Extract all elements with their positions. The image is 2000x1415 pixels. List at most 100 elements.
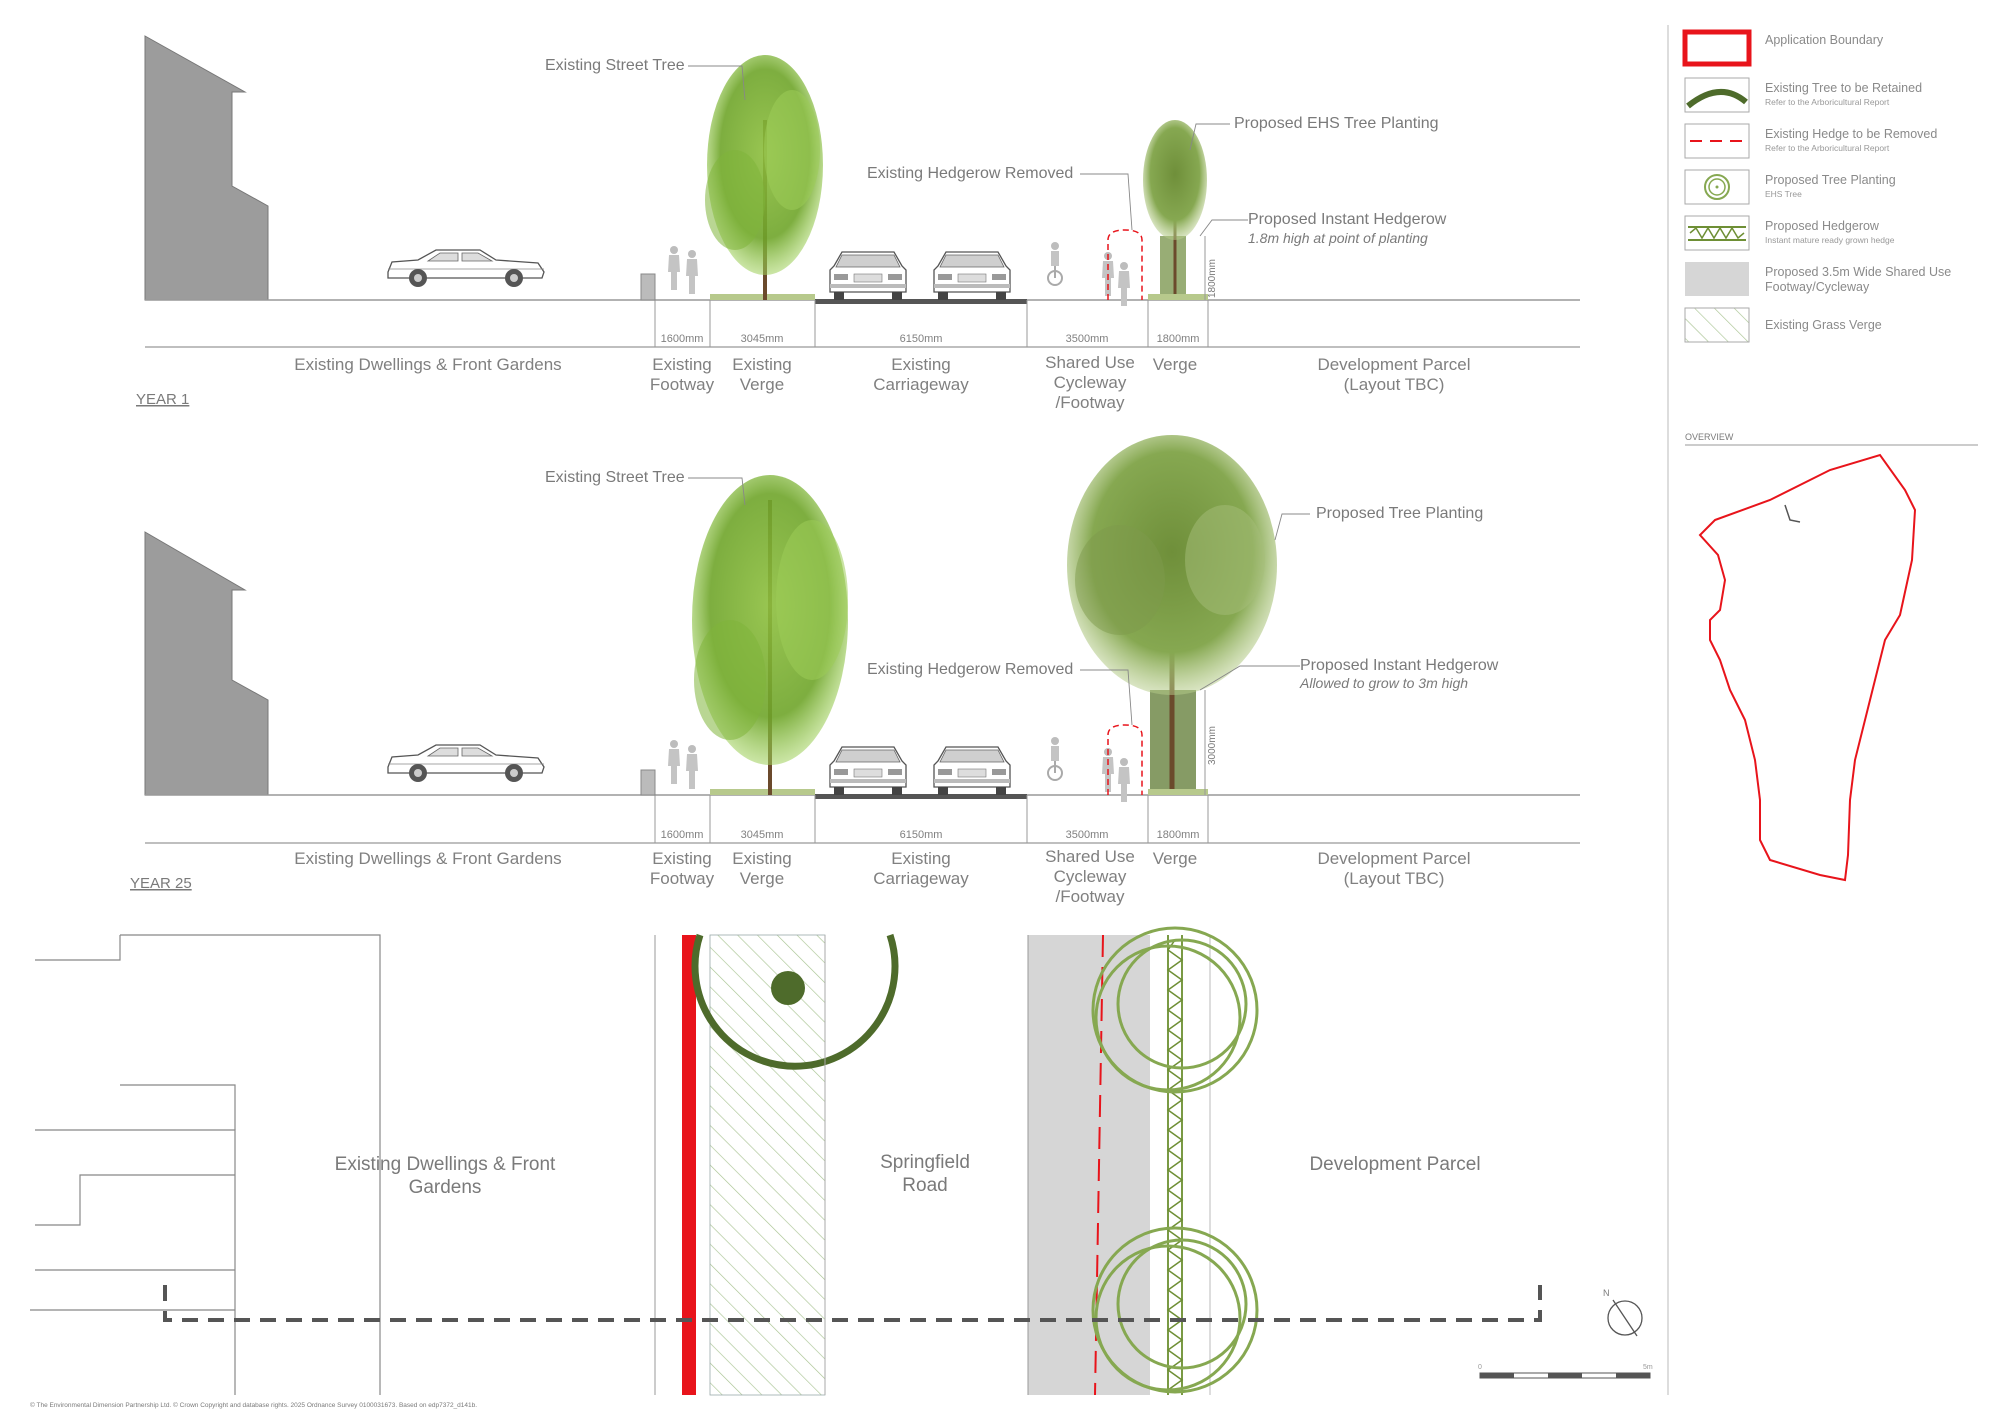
legend-hedge-removed-sub: Refer to the Arboricultural Report <box>1765 143 1890 153</box>
copyright-note: © The Environmental Dimension Partnershi… <box>30 1401 477 1409</box>
bin-icon <box>640 769 656 796</box>
shared-use-path <box>1028 935 1150 1395</box>
application-boundary-line <box>682 935 696 1395</box>
zone-verge-line2: Verge <box>740 869 784 888</box>
existing-tree-trunk <box>771 971 805 1005</box>
proposed-verge <box>1150 935 1210 1395</box>
overview-boundary <box>1698 453 1917 882</box>
zone-carriageway-line1: Existing <box>891 849 951 868</box>
existing-tree-canopy <box>691 933 899 1070</box>
pedestrian-icon <box>686 745 698 789</box>
zone-verge-line2: Verge <box>740 375 784 394</box>
zone-verge-line1: Existing <box>732 355 792 374</box>
annotation-street-tree: Existing Street Tree <box>545 469 685 486</box>
dimension-lines <box>654 300 1209 347</box>
dim-carriageway: 6150mm <box>900 829 943 841</box>
new-verge-grass <box>1148 789 1208 795</box>
legend: Application Boundary Existing Tree to be… <box>1682 29 1951 343</box>
north-arrow-icon: N <box>1603 1288 1643 1337</box>
annotation-street-tree: Existing Street Tree <box>545 57 685 74</box>
dim-verge: 3045mm <box>741 829 784 841</box>
plan-label-road-line1: Springfield <box>880 1152 970 1173</box>
dim-carriageway: 6150mm <box>900 333 943 345</box>
zone-footway-line2: Footway <box>650 375 715 394</box>
car-front-icon <box>933 746 1011 796</box>
legend-swatch-grass-verge <box>1684 307 1750 343</box>
bin-icon <box>640 273 656 301</box>
section-year-1: 1800mm Existing Street Tree Existing Hed… <box>136 35 1580 412</box>
zone-parcel-line2: (Layout TBC) <box>1344 375 1445 394</box>
zone-carriageway-line1: Existing <box>891 355 951 374</box>
legend-shared-use-title: Proposed 3.5m Wide Shared Use <box>1765 265 1951 279</box>
zone-shared-line3: /Footway <box>1056 393 1125 412</box>
hedge-height-label: 1800mm <box>1207 259 1218 298</box>
annotation-hedge-removed: Existing Hedgerow Removed <box>867 165 1073 182</box>
car-side-icon <box>387 249 545 288</box>
cyclist-icon <box>1047 241 1063 286</box>
removed-hedgerow-outline <box>1107 724 1143 795</box>
scale-start-label: 0 <box>1478 1364 1482 1371</box>
dim-footway: 1600mm <box>661 333 704 345</box>
legend-hedgerow-title: Proposed Hedgerow <box>1765 219 1880 233</box>
zone-verge-line1: Existing <box>732 849 792 868</box>
proposed-hedgerow-zigzag <box>1166 939 1184 1391</box>
legend-swatch-boundary <box>1682 29 1752 67</box>
proposed-tree-mature <box>1067 435 1277 795</box>
zone-shared-line3: /Footway <box>1056 887 1125 906</box>
car-front-icon <box>933 251 1011 301</box>
legend-tree-planting-title: Proposed Tree Planting <box>1765 173 1896 187</box>
scale-bar: 0 5m <box>1478 1364 1653 1379</box>
carriageway-surface <box>815 299 1027 304</box>
annotation-proposed-tree: Proposed Tree Planting <box>1316 505 1483 522</box>
dwelling-plot-outlines <box>30 934 381 1395</box>
dim-shared-use: 3500mm <box>1066 333 1109 345</box>
legend-tree-retained-sub: Refer to the Arboricultural Report <box>1765 97 1890 107</box>
zone-footway-line1: Existing <box>652 355 712 374</box>
car-front-icon <box>829 746 907 796</box>
legend-boundary-title: Application Boundary <box>1765 33 1884 47</box>
legend-tree-planting-sub: EHS Tree <box>1765 189 1802 199</box>
plan-label-dwellings-line2: Gardens <box>409 1177 482 1198</box>
overview-label: OVERVIEW <box>1685 432 1734 442</box>
removed-hedgerow-outline <box>1107 229 1143 300</box>
zone-footway-line2: Footway <box>650 869 715 888</box>
car-front-icon <box>829 251 907 301</box>
legend-tree-retained-title: Existing Tree to be Retained <box>1765 81 1922 95</box>
year-25-label: YEAR 25 <box>130 875 192 892</box>
existing-dwelling-elevation <box>144 35 269 301</box>
car-side-icon <box>387 744 545 783</box>
legend-hedge-removed-title: Existing Hedge to be Removed <box>1765 127 1937 141</box>
pedestrian-icon <box>686 250 698 294</box>
zone-dwellings: Existing Dwellings & Front Gardens <box>294 355 561 374</box>
dim-verge: 3045mm <box>741 333 784 345</box>
proposed-ehs-tree <box>1143 120 1207 300</box>
section-cut-line <box>163 1285 1542 1322</box>
plan-label-parcel: Development Parcel <box>1309 1154 1480 1175</box>
plan-label-dwellings-line1: Existing Dwellings & Front <box>335 1154 556 1175</box>
new-verge-grass <box>1148 294 1208 300</box>
pedestrian-icon <box>668 246 680 290</box>
zone-shared-line1: Shared Use <box>1045 353 1135 372</box>
existing-street-tree <box>705 55 823 300</box>
legend-shared-use-sub: Footway/Cycleway <box>1765 280 1870 294</box>
dim-new-verge: 1800mm <box>1157 333 1200 345</box>
zone-dwellings: Existing Dwellings & Front Gardens <box>294 849 561 868</box>
proposed-instant-hedge <box>1160 236 1186 300</box>
annotation-proposed-tree: Proposed EHS Tree Planting <box>1234 115 1439 132</box>
legend-hedgerow-sub: Instant mature ready grown hedge <box>1765 235 1895 245</box>
existing-verge-grass <box>710 294 815 300</box>
legend-grass-verge-title: Existing Grass Verge <box>1765 318 1882 332</box>
zone-parcel-line2: (Layout TBC) <box>1344 869 1445 888</box>
existing-dwelling-elevation <box>144 531 269 796</box>
existing-street-tree <box>692 475 848 795</box>
zone-carriageway-line2: Carriageway <box>873 375 969 394</box>
dimension-lines <box>654 795 1209 843</box>
annotation-leaders <box>688 65 1248 237</box>
hedge-to-be-removed <box>1094 934 1104 1396</box>
plan-view: Existing Dwellings & Front Gardens Sprin… <box>30 926 1653 1396</box>
year-1-label: YEAR 1 <box>136 391 189 408</box>
annotation-proposed-hedge: Proposed Instant Hedgerow <box>1300 657 1499 674</box>
cyclist-icon <box>1047 736 1063 781</box>
annotation-leaders <box>688 477 1310 726</box>
carriageway-surface <box>815 794 1027 799</box>
